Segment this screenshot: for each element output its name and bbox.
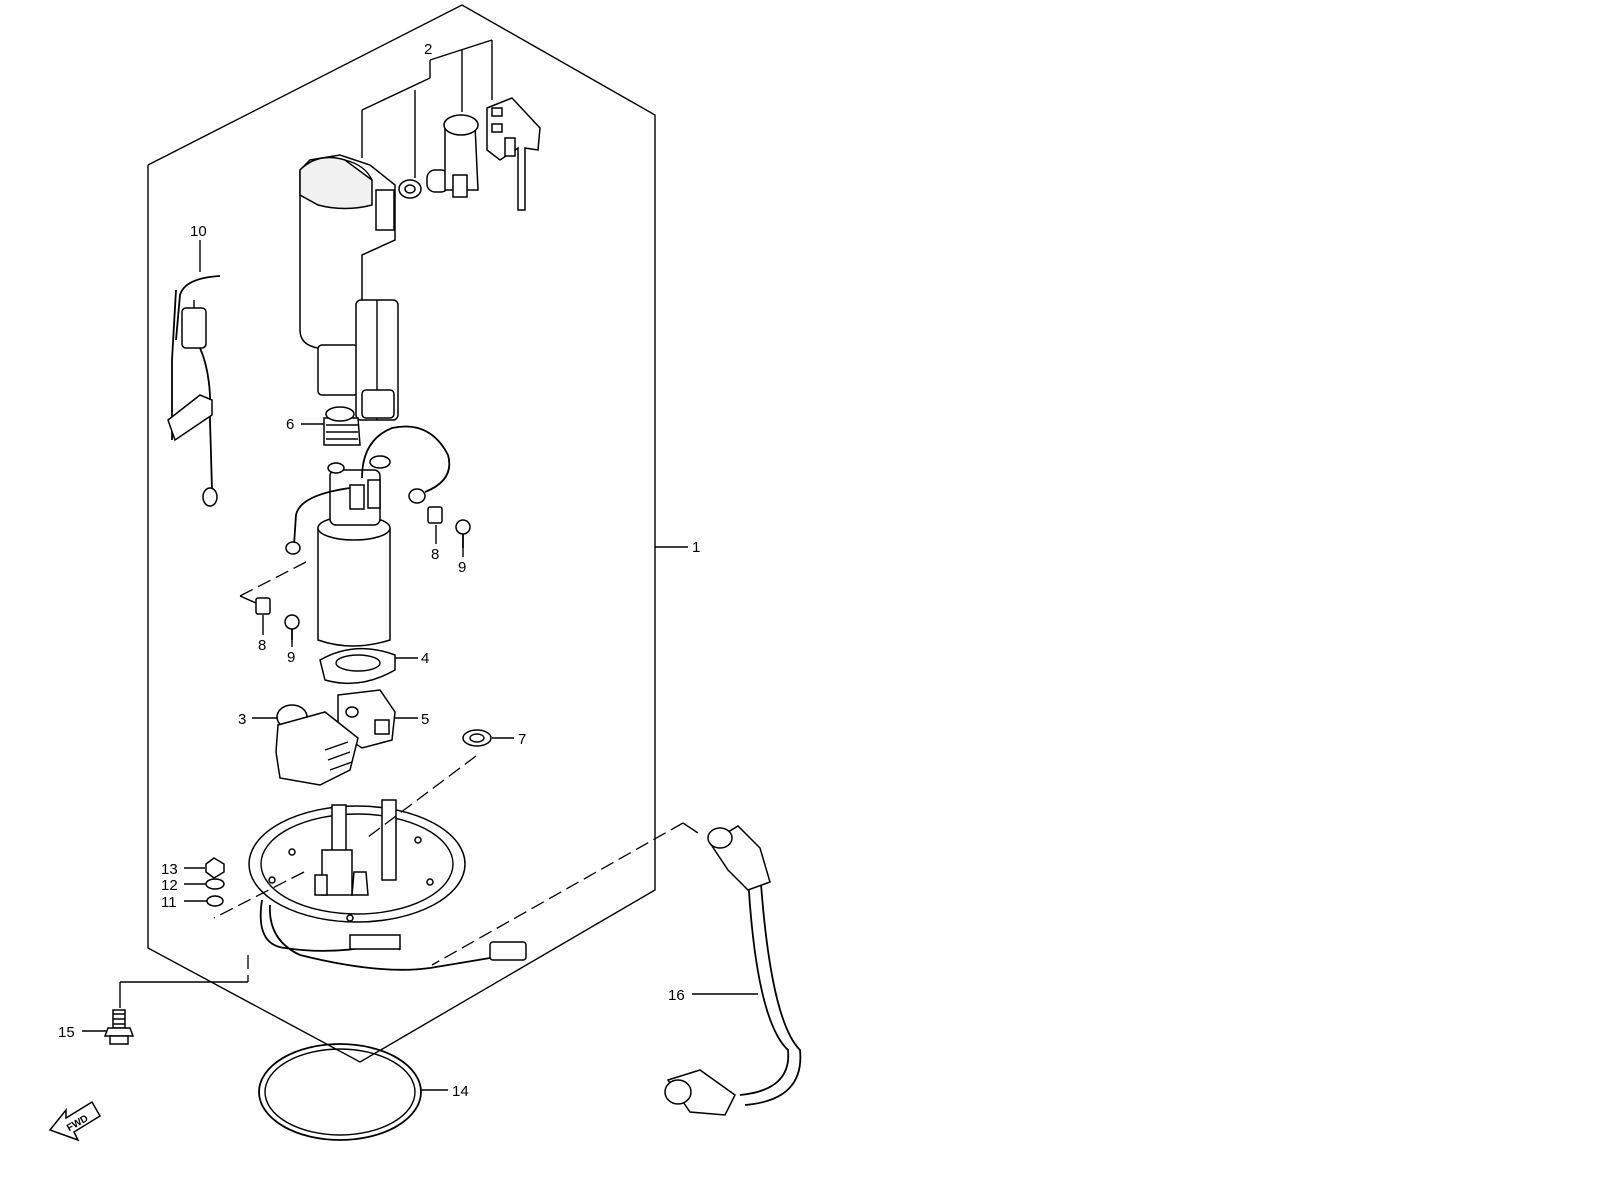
wire-sender (167, 275, 221, 507)
fwd-direction-badge: FWD (48, 1100, 102, 1142)
callout-2: 2 (424, 41, 432, 58)
nut-washers (205, 857, 225, 907)
callout-13: 13 (161, 861, 178, 878)
callout-labels: 1 2 3 4 5 6 7 8 8 9 9 10 11 12 13 14 15 … (58, 41, 700, 1100)
tank-gasket (258, 1043, 422, 1141)
base-plate (248, 799, 466, 923)
pump-filter (323, 406, 361, 446)
callout-11: 11 (161, 894, 177, 911)
callout-5: 5 (421, 711, 429, 728)
callout-6: 6 (286, 416, 294, 433)
regulator-bracket (486, 97, 541, 211)
callout-4: 4 (421, 650, 429, 667)
callout-9-upper: 9 (458, 559, 466, 576)
mounting-bolt (103, 1009, 135, 1045)
fuel-hose (664, 825, 802, 1116)
assembly-boundary (147, 4, 656, 1063)
clamps-screws (255, 506, 471, 640)
pump-holder (319, 647, 396, 685)
pressure-regulator (398, 114, 479, 199)
pump-motor (285, 425, 451, 647)
pump-bracket (275, 704, 359, 786)
callout-10: 10 (190, 223, 207, 240)
leader-2 (361, 39, 493, 178)
callout-14: 14 (452, 1083, 469, 1100)
hidden-lines (213, 561, 699, 982)
callout-8-upper: 8 (431, 546, 439, 563)
callout-1: 1 (692, 539, 700, 556)
callout-8-lower: 8 (258, 637, 266, 654)
callout-12: 12 (161, 877, 178, 894)
callout-7: 7 (518, 731, 526, 748)
leader-lines (82, 240, 758, 1091)
callout-3: 3 (238, 711, 246, 728)
pump-housing (299, 154, 399, 421)
callout-16: 16 (668, 987, 685, 1004)
o-ring-small (462, 729, 492, 747)
callout-9-lower: 9 (287, 649, 295, 666)
callout-15: 15 (58, 1024, 75, 1041)
wiring-harness (259, 899, 527, 971)
